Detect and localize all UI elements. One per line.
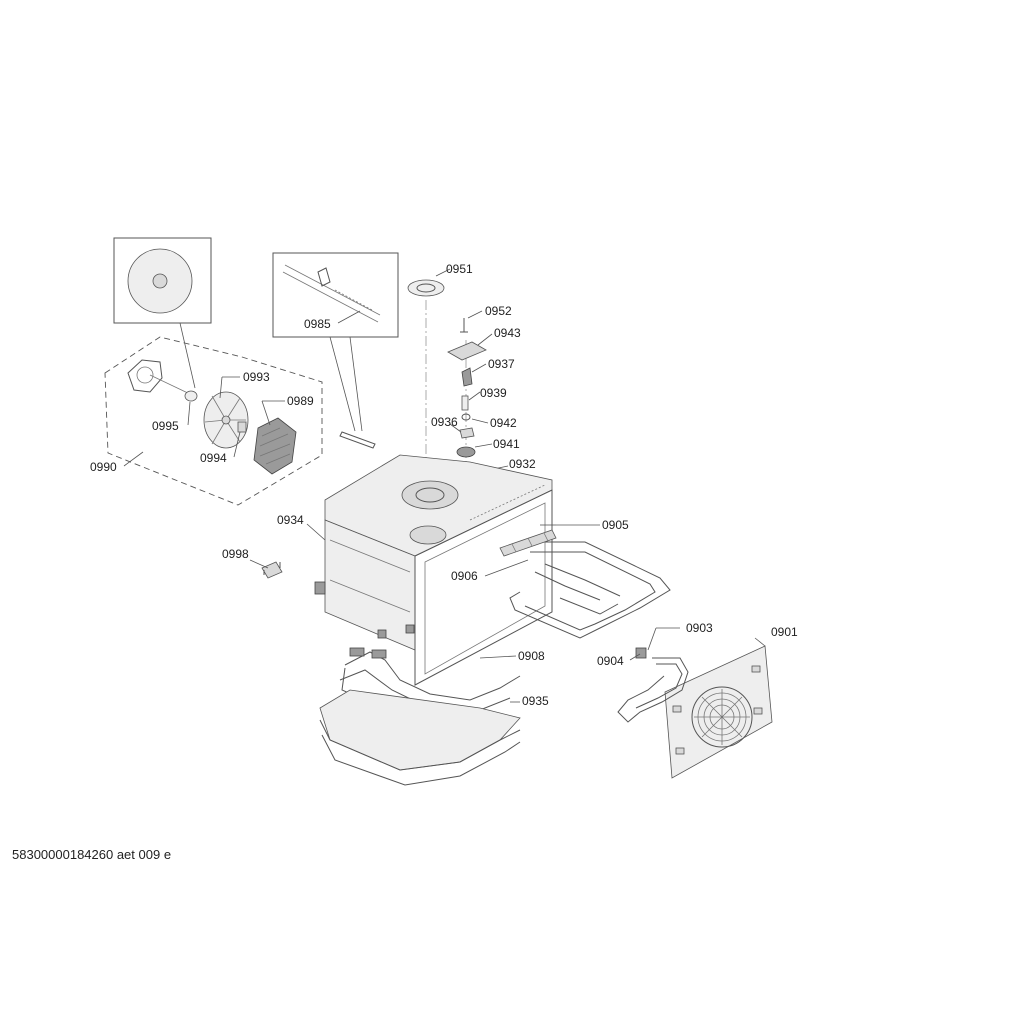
label-0901: 0901 (771, 625, 798, 639)
sensor-detail (272, 252, 399, 449)
fan-motor-bracket (127, 359, 193, 396)
label-0952: 0952 (485, 304, 512, 318)
back-panel (664, 637, 773, 779)
screw (460, 318, 468, 333)
label-0942: 0942 (490, 416, 517, 430)
drawing-id: 58300000184260 aet 009 e (12, 847, 171, 862)
washer-detail-inset (113, 237, 212, 324)
label-0906: 0906 (451, 569, 478, 583)
label-0985: 0985 (304, 317, 331, 331)
insulation-mat (319, 689, 521, 786)
nut (459, 427, 475, 439)
label-0995: 0995 (152, 419, 179, 433)
label-0903: 0903 (686, 621, 713, 635)
fan-cover (253, 417, 297, 475)
label-0934: 0934 (277, 513, 304, 527)
label-0904: 0904 (597, 654, 624, 668)
label-0908: 0908 (518, 649, 545, 663)
part-labels: 0951 0952 0943 0937 0939 0936 0942 0941 … (90, 262, 798, 708)
label-0998: 0998 (222, 547, 249, 561)
fan-assembly-group (104, 237, 323, 506)
label-0943: 0943 (494, 326, 521, 340)
label-0994: 0994 (200, 451, 227, 465)
top-heating-element (484, 524, 671, 639)
label-0932: 0932 (509, 457, 536, 471)
label-0905: 0905 (602, 518, 629, 532)
oven-cavity (306, 454, 553, 686)
label-0939: 0939 (480, 386, 507, 400)
label-0941: 0941 (493, 437, 520, 451)
label-0937: 0937 (488, 357, 515, 371)
bracket (461, 367, 473, 387)
pin (461, 395, 469, 411)
sensor-detail-inset (272, 252, 399, 338)
label-0989: 0989 (287, 394, 314, 408)
label-0936: 0936 (431, 415, 458, 429)
seal-ring (407, 279, 445, 297)
label-0935: 0935 (522, 694, 549, 708)
mounting-plate (447, 341, 487, 361)
fan-nut (237, 421, 247, 433)
gland (456, 446, 476, 458)
ring-heater (617, 627, 689, 723)
clip (249, 559, 283, 579)
label-0993: 0993 (243, 370, 270, 384)
small-ring (461, 413, 471, 421)
fan-washer (184, 390, 198, 402)
label-0990: 0990 (90, 460, 117, 474)
label-0951: 0951 (446, 262, 473, 276)
fan-wheel (203, 391, 249, 449)
